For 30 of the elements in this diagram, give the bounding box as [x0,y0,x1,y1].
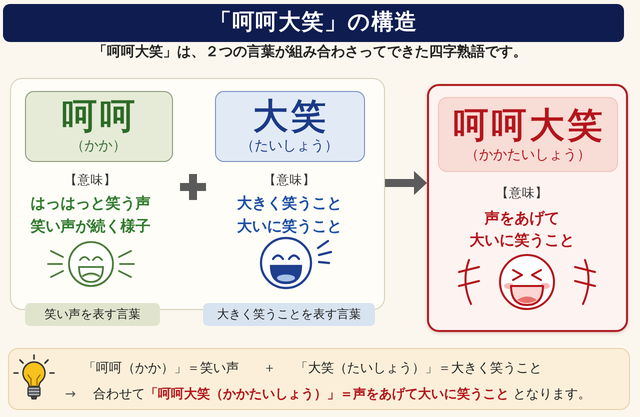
note-text: 「呵呵（かか）」＝笑い声 [83,360,239,378]
meaning-text: 笑い声が続く様子 [30,216,150,236]
description-tag: 大きく笑うことを表す言葉 [203,303,375,326]
term-card [438,97,618,172]
term-reading: （かか） [70,137,126,155]
summary-text: 合わせて「呵呵大笑（かかたいしょう）」＝声をあげて大いに笑うこと となります。 [93,386,592,404]
meaning-heading: 【意味】 [64,170,116,188]
term-card [214,90,364,162]
meaning-heading: 【意味】 [264,170,316,188]
term-heading: 呵呵 [61,97,138,137]
term-reading: （たいしょう） [240,137,338,155]
meaning-heading: 【意味】 [496,184,548,202]
panel [10,78,385,310]
term-card [24,90,172,162]
description-tag: 笑い声を表す言葉 [25,303,160,326]
title: 「呵呵大笑」の構造 [210,10,418,36]
meaning-text: はっはっと笑う声 [30,192,150,214]
arrow [385,171,427,195]
note-text: 「大笑（たいしょう）」＝大きく笑うこと [295,360,542,378]
note-panel [8,348,630,410]
result-panel [427,84,628,332]
plus-sign: ＋ [263,360,276,378]
meaning-text: 大いに笑うこと [237,216,342,236]
term-heading: 呵呵大笑 [452,106,606,146]
meaning-text: 大きく笑うこと [237,192,342,214]
arrow-sign: → [65,386,76,404]
term-heading: 大笑 [252,97,329,137]
subtitle: 「呵呵大笑」は、２つの言葉が組み合わさってできた四字熟語です。 [93,43,527,61]
term-reading: （かかたいしょう） [465,146,591,164]
meaning-text: 声をあげて大いに笑うこと [468,208,576,251]
